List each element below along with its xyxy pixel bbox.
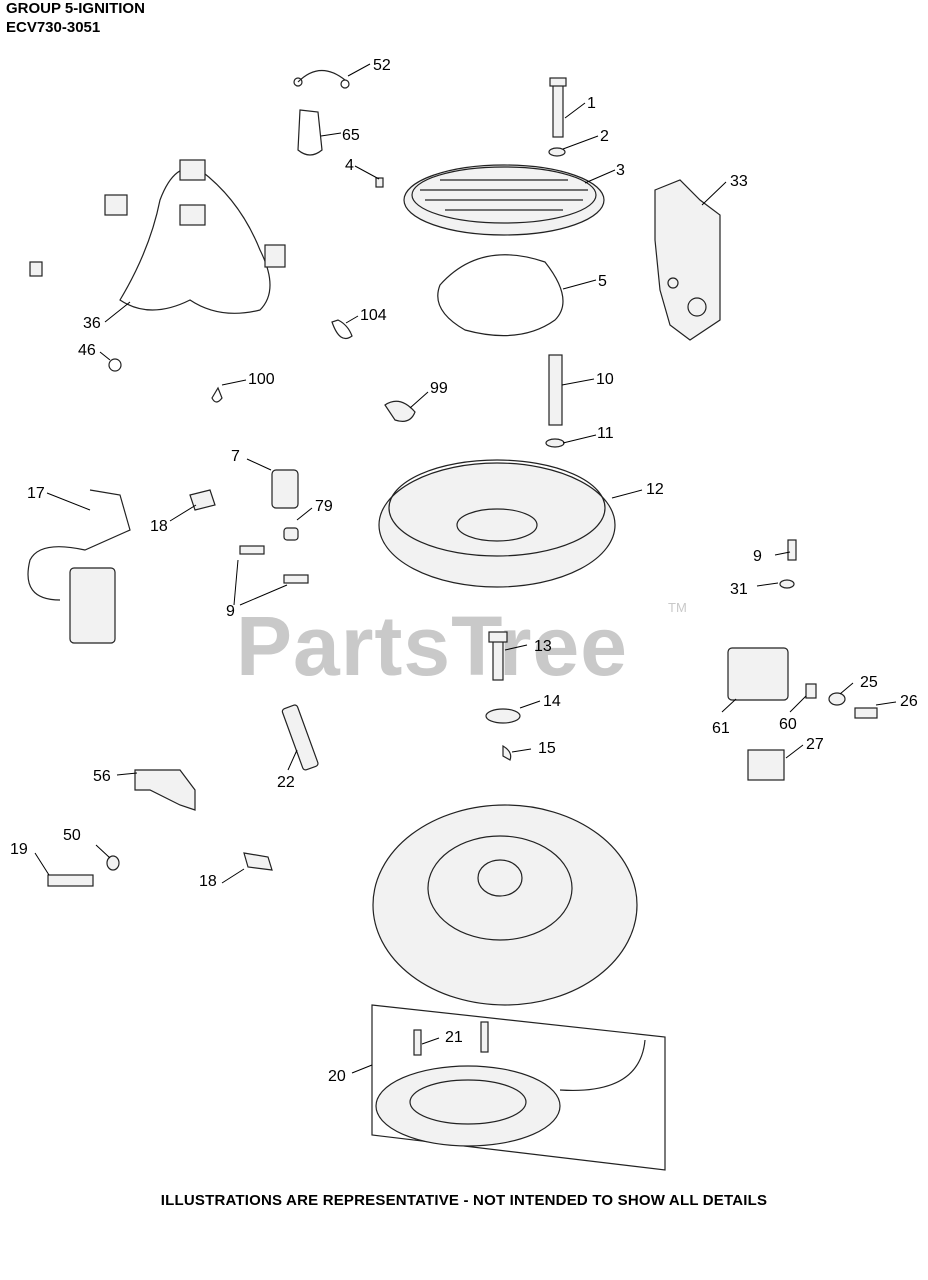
part-sensor-7 — [271, 469, 299, 509]
callout-14: 14 — [543, 693, 561, 710]
part-spacer-79 — [283, 527, 299, 541]
part-clip-65 — [297, 109, 323, 156]
part-coil-17 — [27, 489, 131, 644]
part-bolt-1 — [549, 77, 567, 138]
part-bolt-21-a — [413, 1029, 422, 1056]
callout-20: 20 — [328, 1068, 346, 1085]
part-shaft-10 — [548, 354, 563, 426]
engine-model-number: ECV730-3051 — [6, 19, 101, 36]
callout-3: 3 — [616, 162, 625, 179]
callout-10: 10 — [596, 371, 614, 388]
part-stator-box — [371, 1004, 666, 1171]
part-bolt-9-a — [239, 545, 265, 555]
callout-labels: 52 1 65 2 4 3 33 5 36 104 46 100 10 99 1… — [10, 57, 918, 1085]
part-washer-14 — [485, 708, 521, 724]
disclaimer-footer: ILLUSTRATIONS ARE REPRESENTATIVE - NOT I… — [160, 1192, 768, 1209]
part-pin-4 — [375, 177, 384, 188]
callout-60: 60 — [779, 716, 797, 733]
part-washer-11 — [545, 438, 565, 448]
callout-46: 46 — [78, 342, 96, 359]
callout-9-left: 9 — [226, 603, 235, 620]
callout-13: 13 — [534, 638, 552, 655]
callout-19: 19 — [10, 841, 28, 858]
part-gasket-5 — [437, 254, 564, 337]
callout-18-upper: 18 — [150, 518, 168, 535]
part-washer-31 — [779, 579, 795, 589]
leader-lines — [34, 63, 897, 1074]
part-washer-25 — [828, 692, 846, 706]
part-washer-2 — [548, 147, 566, 157]
callout-5: 5 — [598, 273, 607, 290]
callout-4: 4 — [345, 157, 354, 174]
callout-104: 104 — [360, 307, 387, 324]
part-bolt-26 — [854, 707, 878, 719]
part-bracket-56 — [134, 769, 196, 811]
part-clip-104 — [331, 319, 353, 340]
callout-21: 21 — [445, 1029, 463, 1046]
callout-61: 61 — [712, 720, 730, 737]
part-fan-12 — [378, 459, 616, 588]
part-wire-52 — [293, 69, 350, 89]
callout-7: 7 — [231, 448, 240, 465]
callout-12: 12 — [646, 481, 664, 498]
part-screen-3 — [403, 164, 605, 236]
callout-25: 25 — [860, 674, 878, 691]
part-bolt-9-b — [283, 574, 309, 584]
callout-36: 36 — [83, 315, 101, 332]
part-key-15 — [502, 744, 512, 761]
part-screw-60 — [805, 683, 817, 699]
watermark: PartsTree — [236, 599, 628, 693]
callout-52: 52 — [373, 57, 391, 74]
part-bolt-9-c — [787, 539, 797, 561]
part-clip-46 — [108, 358, 122, 372]
part-spark-plug-22 — [281, 704, 319, 771]
part-cover-27 — [747, 749, 785, 781]
callout-50: 50 — [63, 827, 81, 844]
part-clip-18-a — [189, 489, 216, 511]
callout-56: 56 — [93, 768, 111, 785]
callout-33: 33 — [730, 173, 748, 190]
watermark-trademark: TM — [668, 600, 687, 615]
callout-17: 17 — [27, 485, 45, 502]
callout-100: 100 — [248, 371, 275, 388]
callout-65: 65 — [342, 127, 360, 144]
callout-27: 27 — [806, 736, 824, 753]
diagram-group-title: GROUP 5-IGNITION — [6, 0, 145, 17]
callout-9-right: 9 — [753, 548, 762, 565]
part-bolt-21-b — [480, 1021, 489, 1053]
part-bolt-13 — [488, 631, 508, 681]
part-sensor-99 — [384, 400, 416, 422]
callout-31: 31 — [730, 581, 748, 598]
callout-11: 11 — [597, 425, 614, 442]
callout-15: 15 — [538, 740, 556, 757]
callout-99: 99 — [430, 380, 448, 397]
callout-26: 26 — [900, 693, 918, 710]
part-bracket-33 — [654, 179, 721, 341]
callout-1: 1 — [587, 95, 596, 112]
part-regulator-61 — [727, 647, 789, 701]
part-flywheel — [372, 804, 638, 1006]
callout-2: 2 — [600, 128, 609, 145]
callout-79: 79 — [315, 498, 333, 515]
part-bolt-19 — [47, 874, 94, 887]
callout-22: 22 — [277, 774, 295, 791]
part-clip-18-b — [243, 852, 273, 871]
callout-18-lower: 18 — [199, 873, 217, 890]
part-washer-50 — [106, 855, 120, 871]
part-harness-36 — [29, 159, 286, 314]
part-clip-100 — [211, 386, 223, 403]
